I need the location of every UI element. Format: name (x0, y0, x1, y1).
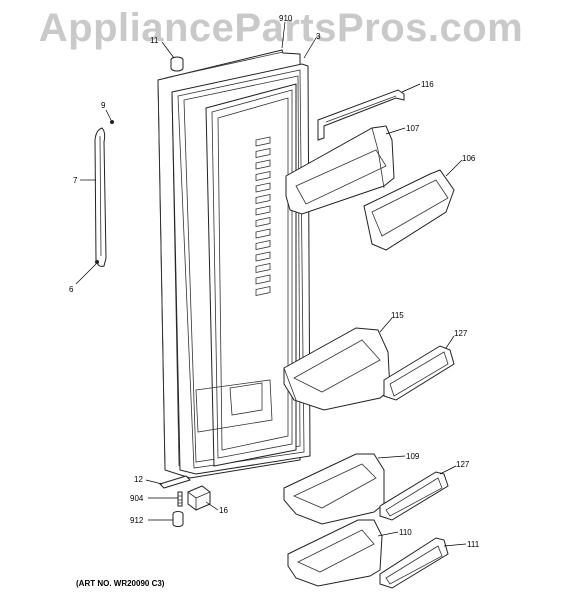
liner-rib (255, 171, 271, 181)
callout-7: 7 (73, 176, 96, 185)
liner-rib (255, 182, 271, 193)
callout-107-label: 107 (406, 124, 420, 133)
liner-rib (255, 263, 271, 273)
liner-rib (255, 274, 271, 285)
door-handle[interactable] (94, 127, 107, 267)
liner-rib (255, 286, 271, 296)
callout-111: 111 (443, 540, 480, 549)
liner-rib (255, 148, 271, 158)
callout-7-label: 7 (73, 176, 78, 185)
callout-109: 109 (377, 452, 420, 461)
bin-front-bottom[interactable] (379, 537, 449, 589)
bin-front-upper[interactable] (383, 345, 455, 401)
callout-904-label: 904 (130, 494, 144, 503)
bin-front-lower[interactable] (379, 471, 449, 521)
lower-door-bin[interactable] (283, 453, 385, 525)
callout-127-lower-label: 127 (456, 460, 470, 469)
callout-9-label: 9 (101, 101, 106, 110)
callout-9: 9 (101, 101, 112, 121)
hinge-bushing[interactable] (172, 511, 184, 527)
art-number: (ART NO. WR20090 C3) (76, 579, 165, 588)
callout-115-label: 115 (391, 311, 404, 320)
callout-3-label: 3 (316, 32, 321, 41)
handle-screw-bottom[interactable] (95, 260, 99, 264)
liner-rib (255, 205, 271, 216)
callout-16-label: 16 (219, 506, 228, 515)
callout-11: 11 (150, 36, 175, 59)
callout-11-label: 11 (150, 36, 159, 45)
bottom-door-bin[interactable] (287, 519, 383, 587)
liner-rib (255, 217, 271, 227)
callout-904: 904 (130, 494, 178, 503)
callout-3: 3 (303, 32, 321, 59)
callout-109-label: 109 (406, 452, 420, 461)
callout-127-upper-label: 127 (454, 329, 468, 338)
callout-127-lower: 127 (439, 460, 470, 475)
callout-110: 110 (377, 528, 412, 537)
liner-rib (255, 251, 271, 262)
liner-rib (255, 228, 271, 239)
liner-rib (255, 194, 271, 204)
bin-cover[interactable] (363, 169, 455, 251)
hinge-bracket[interactable] (159, 475, 191, 489)
callout-12: 12 (134, 475, 163, 485)
callout-116: 116 (401, 80, 434, 93)
callout-116-label: 116 (421, 80, 434, 89)
liner-rib (255, 240, 271, 250)
hinge-screw[interactable] (177, 491, 183, 507)
callout-127-upper: 127 (445, 329, 468, 349)
callout-16: 16 (205, 501, 228, 515)
liner-shelf-ribs (255, 136, 271, 296)
upper-door-bin[interactable] (285, 125, 395, 215)
handle-screw-top[interactable] (110, 120, 114, 124)
callout-912: 912 (130, 516, 173, 525)
liner-rib (255, 159, 271, 170)
callout-910: 910 (279, 14, 293, 49)
door-liner[interactable] (205, 83, 297, 467)
callout-107: 107 (385, 124, 420, 135)
liner-lower-relief (195, 379, 273, 433)
callout-6: 6 (69, 263, 97, 294)
callout-110-label: 110 (399, 528, 412, 537)
callout-12-label: 12 (134, 475, 143, 484)
door-stop[interactable] (187, 485, 211, 511)
callout-106: 106 (445, 154, 476, 177)
liner-rib (255, 136, 271, 147)
callout-106-label: 106 (462, 154, 476, 163)
bin-retainer[interactable] (317, 89, 405, 141)
callout-6-label: 6 (69, 285, 74, 294)
callout-910-label: 910 (279, 14, 293, 23)
callout-115: 115 (379, 311, 404, 333)
callout-111-label: 111 (467, 540, 480, 549)
callout-912-label: 912 (130, 516, 144, 525)
hinge-cap[interactable] (170, 56, 184, 72)
